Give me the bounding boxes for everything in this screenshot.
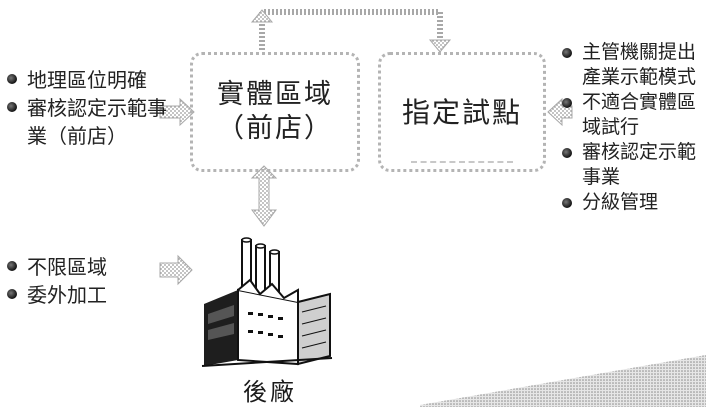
pilot-box-bottom-dashes <box>411 161 513 163</box>
decorative-wedge <box>420 355 706 407</box>
bullet-icon <box>7 261 17 271</box>
list-item: 分級管理 <box>560 190 706 215</box>
list-item: 委外加工 <box>5 281 155 309</box>
top-loop-arrow <box>259 9 443 50</box>
factory-icon <box>201 237 333 367</box>
list-item: 地理區位明確 <box>5 66 185 94</box>
list-item: 審核認定示範事業（前店） <box>5 94 185 150</box>
physical-area-subtitle: （前店） <box>217 113 333 144</box>
right-bullet-list: 主管機關提出產業示範模式 不適合實體區域試行 審核認定示範事業 分級管理 <box>560 40 706 215</box>
bottom-arrow <box>159 254 193 286</box>
physical-area-box: 實體區域 （前店） <box>190 52 360 172</box>
bottom-bullet-list: 不限區域 委外加工 <box>5 253 155 309</box>
bullet-icon <box>7 74 17 84</box>
pilot-title: 指定試點 <box>401 95 522 129</box>
top-loop-arrowhead <box>428 39 452 53</box>
left-bullet-list: 地理區位明確 審核認定示範事業（前店） <box>5 66 185 150</box>
physical-area-title: 實體區域 <box>217 79 333 111</box>
bullet-icon <box>562 148 572 158</box>
list-item: 不適合實體區域試行 <box>560 90 706 140</box>
top-loop-arrowtail <box>250 9 274 23</box>
bullet-icon <box>7 102 17 112</box>
list-item: 主管機關提出產業示範模式 <box>560 40 706 90</box>
factory-label: 後廠 <box>243 378 297 406</box>
bullet-icon <box>562 98 572 108</box>
bullet-icon <box>562 198 572 208</box>
list-item: 不限區域 <box>5 253 155 281</box>
list-item: 審核認定示範事業 <box>560 140 706 190</box>
pilot-box: 指定試點 <box>378 52 546 172</box>
left-arrow <box>159 97 195 127</box>
vertical-double-arrow <box>250 165 278 227</box>
bullet-icon <box>562 48 572 58</box>
bullet-icon <box>7 289 17 299</box>
